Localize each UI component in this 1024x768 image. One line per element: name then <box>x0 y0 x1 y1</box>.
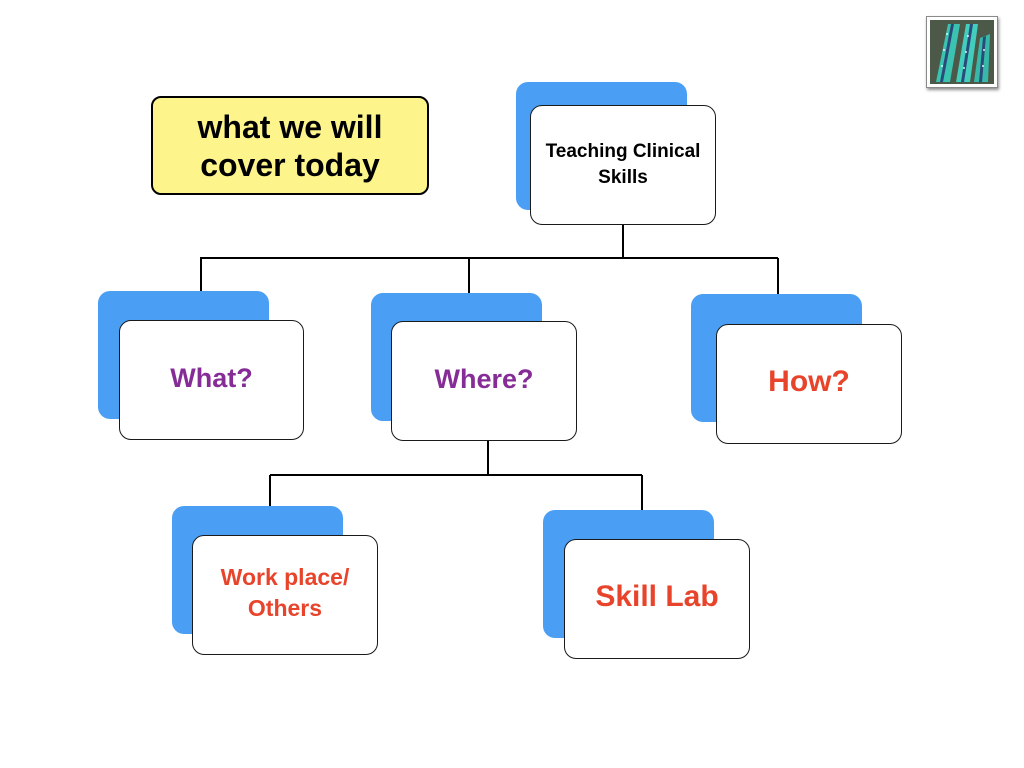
striped-tie-logo-icon <box>926 16 998 88</box>
callout-text: what we will cover today <box>197 108 383 183</box>
skill-lab-node-label: Skill Lab <box>595 580 719 613</box>
root-node: Teaching Clinical Skills <box>530 105 716 225</box>
where-node-label: Where? <box>434 363 534 394</box>
workplace-node: Work place/ Others <box>192 535 378 655</box>
tie-graphic <box>930 20 994 84</box>
topic-callout: what we will cover today <box>151 96 429 195</box>
workplace-node-label: Work place/ Others <box>220 564 350 621</box>
how-node: How? <box>716 324 902 444</box>
how-node-label: How? <box>768 365 850 398</box>
skill-lab-node: Skill Lab <box>564 539 750 659</box>
what-node: What? <box>119 320 304 440</box>
what-node-label: What? <box>170 362 253 393</box>
root-node-label: Teaching Clinical Skills <box>545 141 701 188</box>
where-node: Where? <box>391 321 577 441</box>
